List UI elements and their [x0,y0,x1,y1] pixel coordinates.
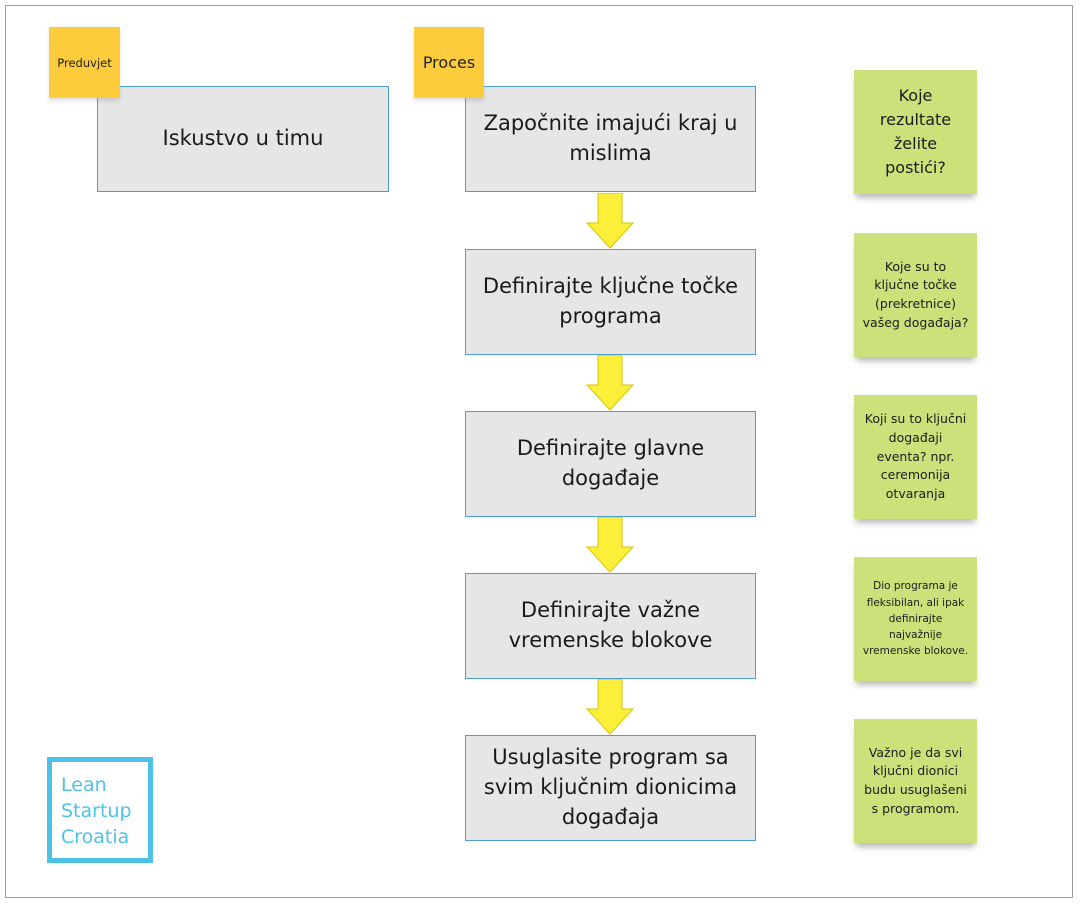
logo-line: Croatia [61,826,130,848]
sticky-note-1: Koje rezultate želite postići? [854,70,977,194]
process-step-3: Definirajte glavne događaje [465,411,756,517]
logo-line: Startup [61,800,132,822]
sticky-note-5: Važno je da svi ključni dionici budu usu… [854,719,977,843]
process-step-2: Definirajte ključne točke programa [465,249,756,355]
proces-tag: Proces [414,27,484,98]
sticky-note-4: Dio programa je fleksibilan, ali ipak de… [854,557,977,681]
process-step-label: Započnite imajući kraj u mislima [483,111,738,165]
process-step-4: Definirajte važne vremenske blokove [465,573,756,679]
down-arrow-icon [586,679,634,735]
logo-line: Lean [61,774,107,796]
process-step-label: Usuglasite program sa svim ključnim dion… [483,745,738,829]
process-step-1: Započnite imajući kraj u mislima [465,86,756,192]
preduvjet-tag: Preduvjet [49,27,120,98]
prerequisite-box: Iskustvo u timu [97,86,389,192]
prerequisite-box-label: Iskustvo u timu [162,126,324,151]
lean-startup-croatia-logo: Lean Startup Croatia [47,757,153,863]
sticky-note-3: Koji su to ključni događaji eventa? npr.… [854,395,977,519]
process-step-5: Usuglasite program sa svim ključnim dion… [465,735,756,841]
process-step-label: Definirajte glavne događaje [516,436,705,490]
down-arrow-icon [586,193,634,249]
sticky-note-text: Koje su to ključne točke (prekretnice) v… [862,258,969,330]
sticky-note-text: Koje rezultate želite postići? [879,86,952,177]
down-arrow-icon [586,517,634,573]
sticky-note-2: Koje su to ključne točke (prekretnice) v… [854,233,977,357]
process-step-label: Definirajte važne vremenske blokove [508,598,713,652]
down-arrow-icon [586,355,634,411]
preduvjet-tag-label: Preduvjet [57,55,112,70]
sticky-note-text: Dio programa je fleksibilan, ali ipak de… [862,580,969,658]
sticky-note-text: Koji su to ključni događaji eventa? npr.… [864,411,967,502]
sticky-note-text: Važno je da svi ključni dionici budu usu… [864,744,967,816]
proces-tag-label: Proces [422,53,476,72]
process-step-label: Definirajte ključne točke programa [482,274,739,328]
